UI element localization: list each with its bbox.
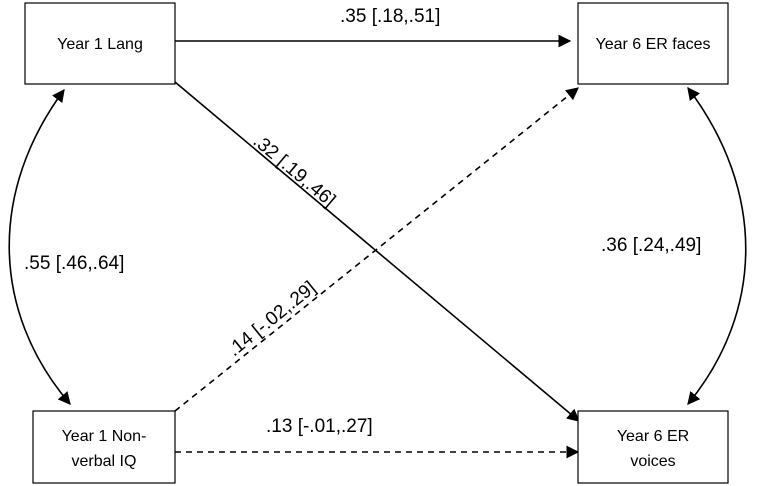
node-year1-lang-label: Year 1 Lang	[57, 36, 143, 53]
node-year6-er-voices: Year 6 ER voices	[577, 410, 729, 484]
edge-iq-to-faces	[174, 87, 579, 412]
node-year1-iq-label-line2: verbal IQ	[72, 453, 137, 470]
node-year1-nonverbal-iq: Year 1 Non- verbal IQ	[32, 410, 176, 484]
node-year6-voices-label-line1: Year 6 ER	[617, 428, 689, 445]
label-lang-voices: .32 [.19,.46]	[249, 131, 339, 212]
label-iq-faces: .14 [-.02,.29]	[224, 277, 320, 360]
label-lang-faces: .35 [.18,.51]	[340, 6, 440, 27]
node-year1-lang: Year 1 Lang	[24, 2, 176, 85]
label-faces-voices: .36 [.24,.49]	[601, 235, 701, 256]
label-iq-voices: .13 [-.01,.27]	[266, 416, 373, 437]
node-year1-iq-label-line1: Year 1 Non-	[62, 428, 147, 445]
edge-faces-voices-correlation	[687, 86, 747, 405]
node-year6-faces-label: Year 6 ER faces	[595, 36, 710, 53]
edge-lang-to-voices	[174, 81, 580, 422]
edge-lang-iq-correlation	[8, 88, 71, 405]
node-year6-voices-label-line2: voices	[630, 453, 675, 470]
label-lang-iq: .55 [.46,.64]	[24, 253, 124, 274]
node-year6-er-faces: Year 6 ER faces	[577, 2, 729, 85]
